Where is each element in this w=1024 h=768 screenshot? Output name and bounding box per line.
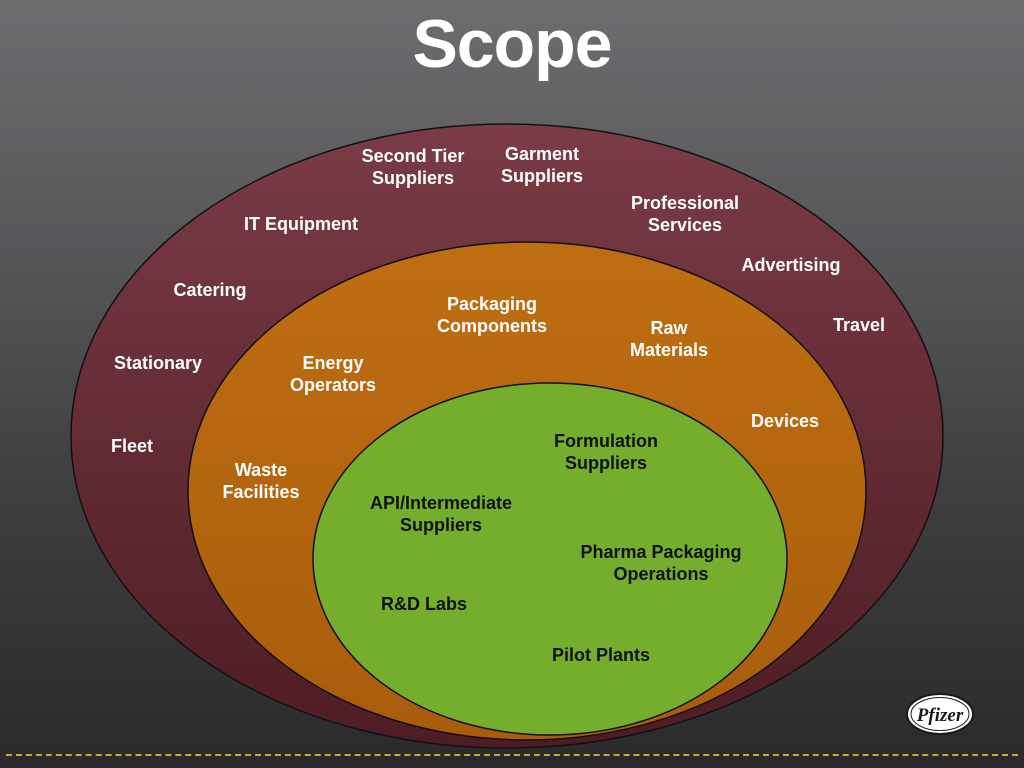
label-catering: Catering [173, 280, 247, 300]
slide-title: Scope [412, 6, 612, 82]
inner-ellipse [312, 382, 788, 736]
label-waste-facilities: Waste Facilities [222, 460, 300, 502]
label-energy-operators: Energy Operators [289, 353, 377, 395]
label-garment-suppliers: Garment Suppliers [500, 144, 584, 186]
label-it-equipment: IT Equipment [244, 214, 358, 234]
label-packaging-components: Packaging Components [437, 294, 547, 336]
label-pilot-plants: Pilot Plants [551, 645, 651, 665]
label-advertising: Advertising [741, 255, 841, 275]
label-fleet: Fleet [110, 436, 154, 456]
label-rd-labs: R&D Labs [380, 594, 468, 614]
label-professional-services: Professional Services [630, 193, 740, 235]
label-api-intermediate-suppliers: API/Intermediate Suppliers [369, 493, 513, 535]
label-second-tier-suppliers: Second Tier Suppliers [361, 146, 465, 188]
label-raw-materials: Raw Materials [629, 318, 709, 360]
label-stationary: Stationary [113, 353, 203, 373]
label-formulation-suppliers: Formulation Suppliers [554, 431, 658, 473]
pfizer-logo-icon: Pfizer [906, 693, 974, 735]
pfizer-logo-text: Pfizer [916, 705, 964, 726]
label-devices: Devices [750, 411, 820, 431]
label-pharma-packaging-operations: Pharma Packaging Operations [580, 542, 742, 584]
label-travel: Travel [832, 315, 886, 335]
footer-dashed-divider [6, 754, 1018, 756]
